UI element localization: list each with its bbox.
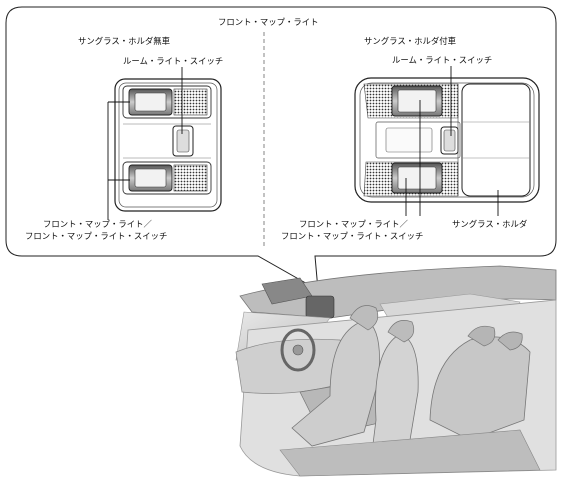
- overhead-console-location: [305, 295, 335, 319]
- right-map-light-label-2: フロント・マップ・ライト・スイッチ: [281, 231, 424, 241]
- left-map-light-label-1: フロント・マップ・ライト／: [43, 219, 152, 229]
- left-front-vents: [173, 88, 208, 116]
- right-map-light-label-1: フロント・マップ・ライト／: [299, 219, 408, 229]
- right-room-switch: [443, 129, 456, 152]
- right-leader-lines: [405, 66, 499, 216]
- diagram-title: フロント・マップ・ライト: [218, 17, 319, 27]
- sunglass-holder: [461, 83, 531, 197]
- right-heading: サングラス・ホルダ付車: [364, 36, 456, 46]
- left-leader-lines: [107, 67, 183, 220]
- sunglass-holder-label: サングラス・ホルダ: [452, 219, 528, 229]
- left-room-switch-label: ルーム・ライト・スイッチ: [123, 56, 224, 66]
- left-overhead-console: [114, 78, 222, 212]
- left-room-switch: [176, 129, 190, 153]
- left-rear-vents: [173, 164, 208, 192]
- right-overhead-console: [354, 77, 540, 203]
- car-interior-illustration: [235, 265, 557, 477]
- left-heading: サングラス・ホルダ無車: [78, 36, 170, 46]
- left-map-light-label-2: フロント・マップ・ライト・スイッチ: [25, 231, 168, 241]
- right-room-switch-label: ルーム・ライト・スイッチ: [392, 55, 493, 65]
